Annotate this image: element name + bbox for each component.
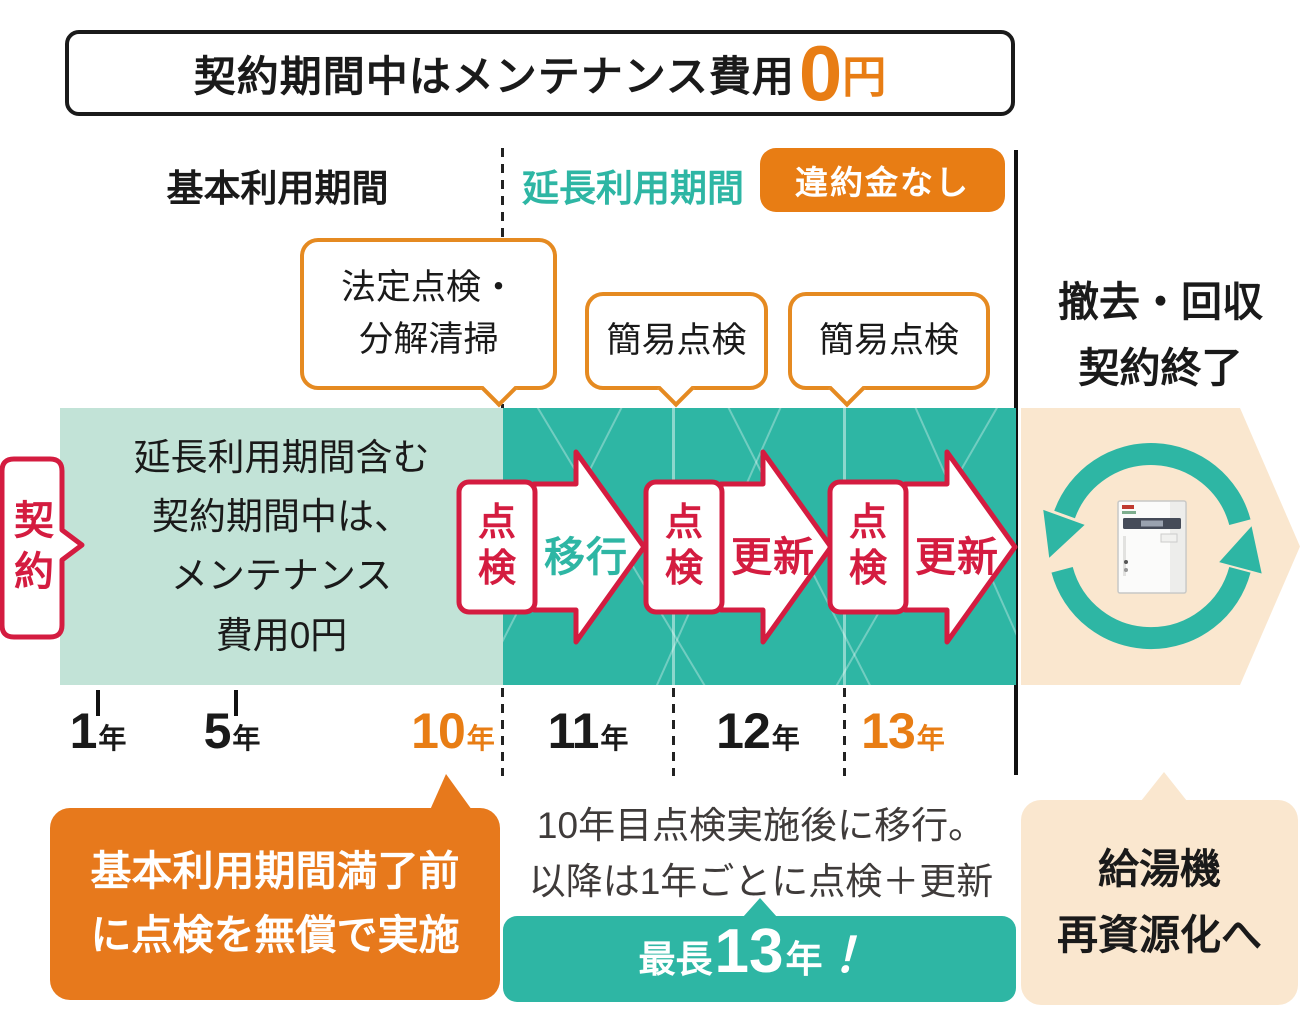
band-message-line4: 費用0円 xyxy=(215,614,348,656)
transition-note-line1: 10年目点検実施後に移行。 xyxy=(536,805,986,846)
action-label: 更新 xyxy=(915,534,999,580)
inspect-label: 点検 xyxy=(848,502,887,590)
arrow-shape xyxy=(456,449,647,645)
extended-period-label: 延長利用期間 xyxy=(522,168,744,209)
simple-inspection-callout-2: 簡易点検 xyxy=(788,292,990,408)
free-inspection-box: 基本利用期間満了前 に点検を無償で実施 xyxy=(50,774,500,1000)
year5-tick xyxy=(234,690,238,716)
inspect-label: 点検 xyxy=(664,502,703,590)
milestone-arrow-renewal-2: 点検 更新 xyxy=(827,444,1019,650)
arrow-shape xyxy=(827,449,1018,645)
no-penalty-badge: 違約金なし xyxy=(760,148,1005,212)
recycle-destination-box: 給湯機 再資源化へ xyxy=(1021,772,1298,1005)
arrow-shape xyxy=(643,449,834,645)
removal-line1: 撤去・回収 xyxy=(1058,279,1263,325)
title-yen: 円 xyxy=(842,53,887,102)
simple-inspection-2-label: 簡易点検 xyxy=(818,320,959,360)
max-duration-tail xyxy=(743,898,777,917)
action-label: 移行 xyxy=(544,534,628,580)
year1-tick xyxy=(96,690,100,716)
contract-end-line xyxy=(1014,150,1018,775)
contract-tab-shape xyxy=(0,456,85,640)
basic-period-label: 基本利用期間 xyxy=(166,168,389,209)
legal-inspection-line1: 法定点検・ xyxy=(340,267,516,307)
recycle-box-tail xyxy=(1141,772,1187,801)
milestone-arrow-renewal-1: 点検 更新 xyxy=(643,444,835,650)
legal-inspection-line2: 分解清掃 xyxy=(358,320,499,359)
contract-tab: 契約 xyxy=(0,456,88,640)
removal-line2: 契約終了 xyxy=(1078,344,1243,391)
year11-dashed-line xyxy=(672,688,675,776)
basic-period-band: 延長利用期間含む 契約期間中は、 メンテナンス 費用0円 xyxy=(60,408,503,685)
max-duration-box: 最長 13 年 ！ xyxy=(503,898,1016,1002)
transition-note: 10年目点検実施後に移行。 以降は1年ごとに点検＋更新 xyxy=(505,798,1017,909)
max-duration-number: 13 xyxy=(714,917,784,986)
free-inspection-tail xyxy=(430,774,472,810)
band-message-line1: 延長利用期間含む xyxy=(133,437,430,478)
free-inspection-line2: に点検を無償で実施 xyxy=(90,912,460,958)
recycle-line1: 給湯機 xyxy=(1098,845,1221,892)
callout-tail xyxy=(657,370,695,408)
contract-tab-label: 契約 xyxy=(14,499,54,595)
title-text: 契約期間中はメンテナンス費用 xyxy=(193,52,795,100)
title-zero: 0 xyxy=(798,28,843,117)
transition-note-line2: 以降は1年ごとに点検＋更新 xyxy=(528,860,994,902)
callout-tail xyxy=(480,370,518,408)
band-message: 延長利用期間含む 契約期間中は、 メンテナンス 費用0円 xyxy=(60,428,503,665)
simple-inspection-callout-1: 簡易点検 xyxy=(585,292,768,408)
max-duration-exclamation: ！ xyxy=(832,930,881,983)
inspect-label: 点検 xyxy=(477,502,516,590)
max-duration-prefix: 最長 xyxy=(638,939,713,980)
callout-tail xyxy=(828,370,866,408)
removal-header: 撤去・回収 契約終了 xyxy=(1028,270,1293,401)
max-duration-unit: 年 xyxy=(785,939,823,980)
action-label: 更新 xyxy=(731,534,815,580)
simple-inspection-1-label: 簡易点検 xyxy=(606,320,747,360)
year10-dashed-line-bottom xyxy=(501,688,504,776)
year12-dashed-line xyxy=(843,688,846,776)
legal-inspection-callout: 法定点検・ 分解清掃 xyxy=(300,238,557,408)
water-heater-image xyxy=(1117,500,1187,594)
milestone-arrow-migration: 点検 移行 xyxy=(456,444,648,650)
free-inspection-line1: 基本利用期間満了前 xyxy=(90,848,460,895)
band-message-line3: メンテナンス xyxy=(170,555,393,597)
recycle-icon xyxy=(1043,443,1262,650)
band-message-line2: 契約期間中は、 xyxy=(152,496,411,538)
recycle-line2: 再資源化へ xyxy=(1057,911,1262,958)
title-banner: 契約期間中はメンテナンス費用 0 円 xyxy=(65,30,1015,116)
